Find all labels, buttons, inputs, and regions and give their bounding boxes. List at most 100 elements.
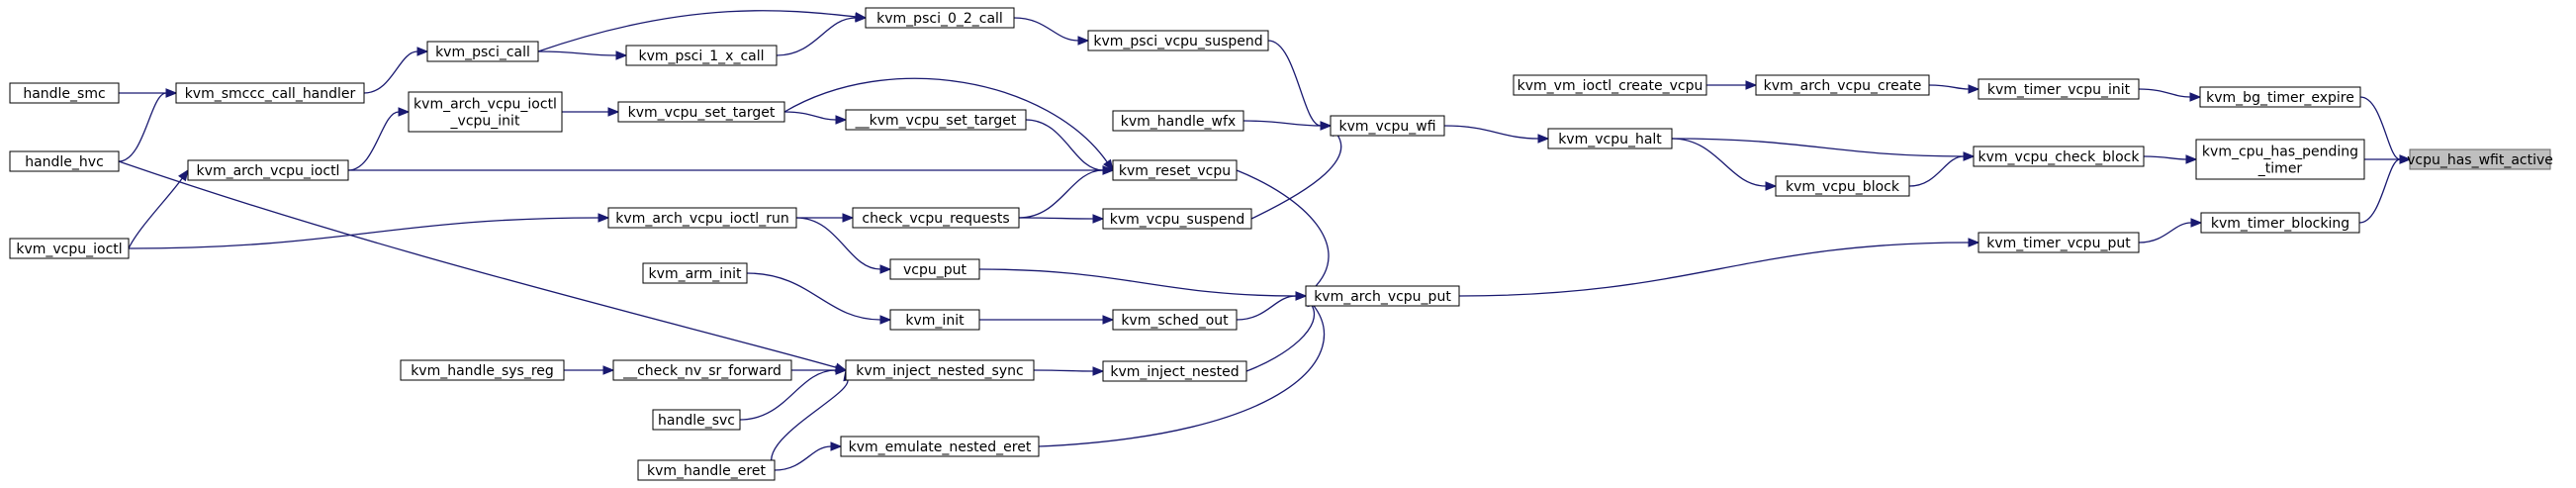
node-kvm-inject-nested[interactable]: kvm_inject_nested: [1102, 360, 1247, 382]
node-label: kvm_psci_0_2_call: [876, 11, 1003, 27]
node-kvm-init[interactable]: kvm_init: [889, 309, 980, 331]
node-kvm-vcpu-suspend[interactable]: kvm_vcpu_suspend: [1102, 208, 1252, 230]
node-label: kvm_inject_nested: [1110, 364, 1239, 380]
node-box: [607, 207, 797, 229]
node-kvm-vcpu-ioctl[interactable]: kvm_vcpu_ioctl: [9, 238, 130, 259]
node-label: vcpu_put: [903, 262, 967, 278]
node-label: kvm_handle_sys_reg: [411, 363, 554, 379]
node-box: [2200, 212, 2360, 234]
node-box: [408, 91, 563, 133]
node-kvm-arm-init[interactable]: kvm_arm_init: [642, 262, 748, 284]
node-label: kvm_init: [905, 313, 965, 329]
node-kvm-smccc-call-handler[interactable]: kvm_smccc_call_handler: [175, 82, 365, 104]
node-vcpu-has-wfit-active[interactable]: vcpu_has_wfit_active: [2407, 148, 2553, 170]
node-box: [9, 150, 120, 172]
edge-arrowhead: [879, 264, 892, 274]
node-handle-svc[interactable]: handle_svc: [652, 409, 741, 431]
node-kvm-timer-vcpu-put[interactable]: kvm_timer_vcpu_put: [1978, 232, 2140, 253]
node-handle-hvc[interactable]: handle_hvc: [9, 150, 120, 172]
node-box: [865, 7, 1015, 29]
node-box: [889, 309, 980, 331]
node-kvm-vm-ioctl-create-vcpu[interactable]: kvm_vm_ioctl_create_vcpu: [1513, 74, 1707, 96]
node-box: [400, 359, 565, 381]
node-kvm-reset-vcpu[interactable]: kvm_reset_vcpu: [1112, 159, 1238, 181]
node-label: kvm_vcpu_ioctl: [16, 242, 122, 257]
node-box: [9, 238, 130, 259]
node-label: __check_nv_sr_forward: [622, 363, 782, 379]
node-kvm-cpu-has-pending-timer[interactable]: kvm_cpu_has_pending_timer: [2195, 139, 2365, 180]
edge-kvm-handle-eret-to-kvm-emulate-nested-eret: [774, 445, 832, 471]
edge-kvm-psci-0-2-call-to-kvm-psci-vcpu-suspend: [1013, 17, 1079, 42]
edge-arrowhead: [835, 115, 848, 125]
node-kvm-psci-call[interactable]: kvm_psci_call: [426, 41, 539, 62]
node-check-nv-sr-forward[interactable]: __check_nv_sr_forward: [612, 359, 792, 381]
edge-arrowhead: [598, 213, 610, 223]
node-kvm-psci-0-2-call[interactable]: kvm_psci_0_2_call: [865, 7, 1015, 29]
node-label: kvm_psci_vcpu_suspend: [1093, 34, 1262, 49]
node-label: kvm_timer_vcpu_put: [1986, 236, 2131, 251]
node-box: [840, 436, 1040, 457]
node-kvm-emulate-nested-eret[interactable]: kvm_emulate_nested_eret: [840, 436, 1040, 457]
edge-kvm-emulate-nested-eret-to-kvm-arch-vcpu-put: [1038, 303, 1326, 447]
edge-arrowhead: [855, 12, 868, 22]
node-vcpu-put[interactable]: vcpu_put: [889, 258, 980, 280]
node-kvm-arch-vcpu-put[interactable]: kvm_arch_vcpu_put: [1305, 285, 1460, 307]
edge-arrowhead: [1968, 84, 1980, 94]
node-kvm-arch-vcpu-ioctl-vcpu-init[interactable]: kvm_arch_vcpu_ioctl_vcpu_init: [408, 91, 563, 133]
edge-arrowhead: [1320, 121, 1333, 131]
edge-kvm-psci-call-to-kvm-psci-0-2-call: [537, 10, 857, 52]
node-box: [1112, 110, 1244, 132]
edge-arrowhead: [2399, 154, 2412, 164]
edge-arrowhead: [1968, 238, 1980, 247]
edge-kvm-vcpu-ioctl-to-kvm-arch-vcpu-ioctl-run: [128, 217, 599, 249]
node-kvm-psci-vcpu-suspend[interactable]: kvm_psci_vcpu_suspend: [1087, 30, 1269, 51]
node-label: _timer: [2257, 161, 2303, 177]
node-check-vcpu-requests[interactable]: check_vcpu_requests: [852, 207, 1020, 229]
edge-kvm-bg-timer-expire-to-vcpu-has-wfit-active: [2359, 96, 2401, 160]
edge-arrowhead: [2190, 218, 2203, 228]
node-kvm-inject-nested-sync[interactable]: kvm_inject_nested_sync: [845, 359, 1035, 381]
node-label: kvm_emulate_nested_eret: [849, 439, 1032, 455]
edge-kvm-psci-vcpu-suspend-to-kvm-vcpu-wfi: [1267, 40, 1322, 127]
edge-arrowhead: [834, 362, 848, 372]
node-kvm-sched-out[interactable]: kvm_sched_out: [1112, 309, 1238, 331]
node-box: [1775, 175, 1910, 197]
node-label: kvm_vcpu_set_target: [628, 105, 776, 121]
node-kvm-arch-vcpu-ioctl[interactable]: kvm_arch_vcpu_ioctl: [187, 159, 349, 181]
node-label: kvm_smccc_call_handler: [185, 86, 356, 102]
node-label: kvm_reset_vcpu: [1119, 163, 1231, 179]
node-kvm-vcpu-block[interactable]: kvm_vcpu_block: [1775, 175, 1910, 197]
edge-arrowhead: [1963, 151, 1976, 161]
node-kvm-arch-vcpu-create[interactable]: kvm_arch_vcpu_create: [1755, 74, 1930, 96]
edge-kvm-handle-eret-to-kvm-inject-nested-sync: [771, 379, 849, 471]
node-kvm-bg-timer-expire[interactable]: kvm_bg_timer_expire: [2199, 86, 2361, 108]
edge-arrowhead: [165, 88, 178, 98]
node-box: [1978, 78, 2140, 100]
edge-arrowhead: [1092, 366, 1105, 376]
node-label: kvm_vcpu_suspend: [1110, 212, 1245, 228]
edge-kvm-inject-nested-to-kvm-arch-vcpu-put: [1245, 304, 1315, 372]
node-label: kvm_psci_call: [435, 45, 530, 60]
node-kvm-vcpu-halt[interactable]: kvm_vcpu_halt: [1547, 128, 1673, 149]
edge-kvm-vcpu-set-target-to-kvm-reset-vcpu: [783, 77, 1108, 163]
node-box: [1112, 309, 1238, 331]
node-kvm-psci-1-x-call[interactable]: kvm_psci_1_x_call: [625, 45, 778, 66]
node-kvm-arch-vcpu-ioctl-run[interactable]: kvm_arch_vcpu_ioctl_run: [607, 207, 797, 229]
node-kvm-vcpu-check-block[interactable]: kvm_vcpu_check_block: [1973, 146, 2145, 167]
node-kvm-handle-wfx[interactable]: kvm_handle_wfx: [1112, 110, 1244, 132]
node-kvm-handle-eret[interactable]: kvm_handle_eret: [637, 459, 776, 481]
node-handle-smc[interactable]: handle_smc: [9, 82, 120, 104]
node-kvm-vcpu-set-target[interactable]: kvm_vcpu_set_target: [617, 101, 785, 123]
node-kvm-vcpu-wfi[interactable]: kvm_vcpu_wfi: [1330, 115, 1445, 137]
edge-kvm-sched-out-to-kvm-arch-vcpu-put: [1236, 295, 1297, 321]
node-label: kvm_handle_eret: [647, 463, 766, 479]
node-kvm-vcpu-set-target[interactable]: __kvm_vcpu_set_target: [845, 109, 1027, 131]
node-kvm-handle-sys-reg[interactable]: kvm_handle_sys_reg: [400, 359, 565, 381]
edge-check-vcpu-requests-to-kvm-vcpu-suspend: [1018, 217, 1094, 220]
node-kvm-timer-vcpu-init[interactable]: kvm_timer_vcpu_init: [1978, 78, 2140, 100]
node-kvm-timer-blocking[interactable]: kvm_timer_blocking: [2200, 212, 2360, 234]
edge-kvm-timer-vcpu-init-to-kvm-bg-timer-expire: [2138, 88, 2191, 98]
node-box: [852, 207, 1020, 229]
edge-kvm-arch-vcpu-put-to-kvm-timer-vcpu-put: [1458, 242, 1970, 297]
node-label: kvm_handle_wfx: [1121, 114, 1236, 130]
